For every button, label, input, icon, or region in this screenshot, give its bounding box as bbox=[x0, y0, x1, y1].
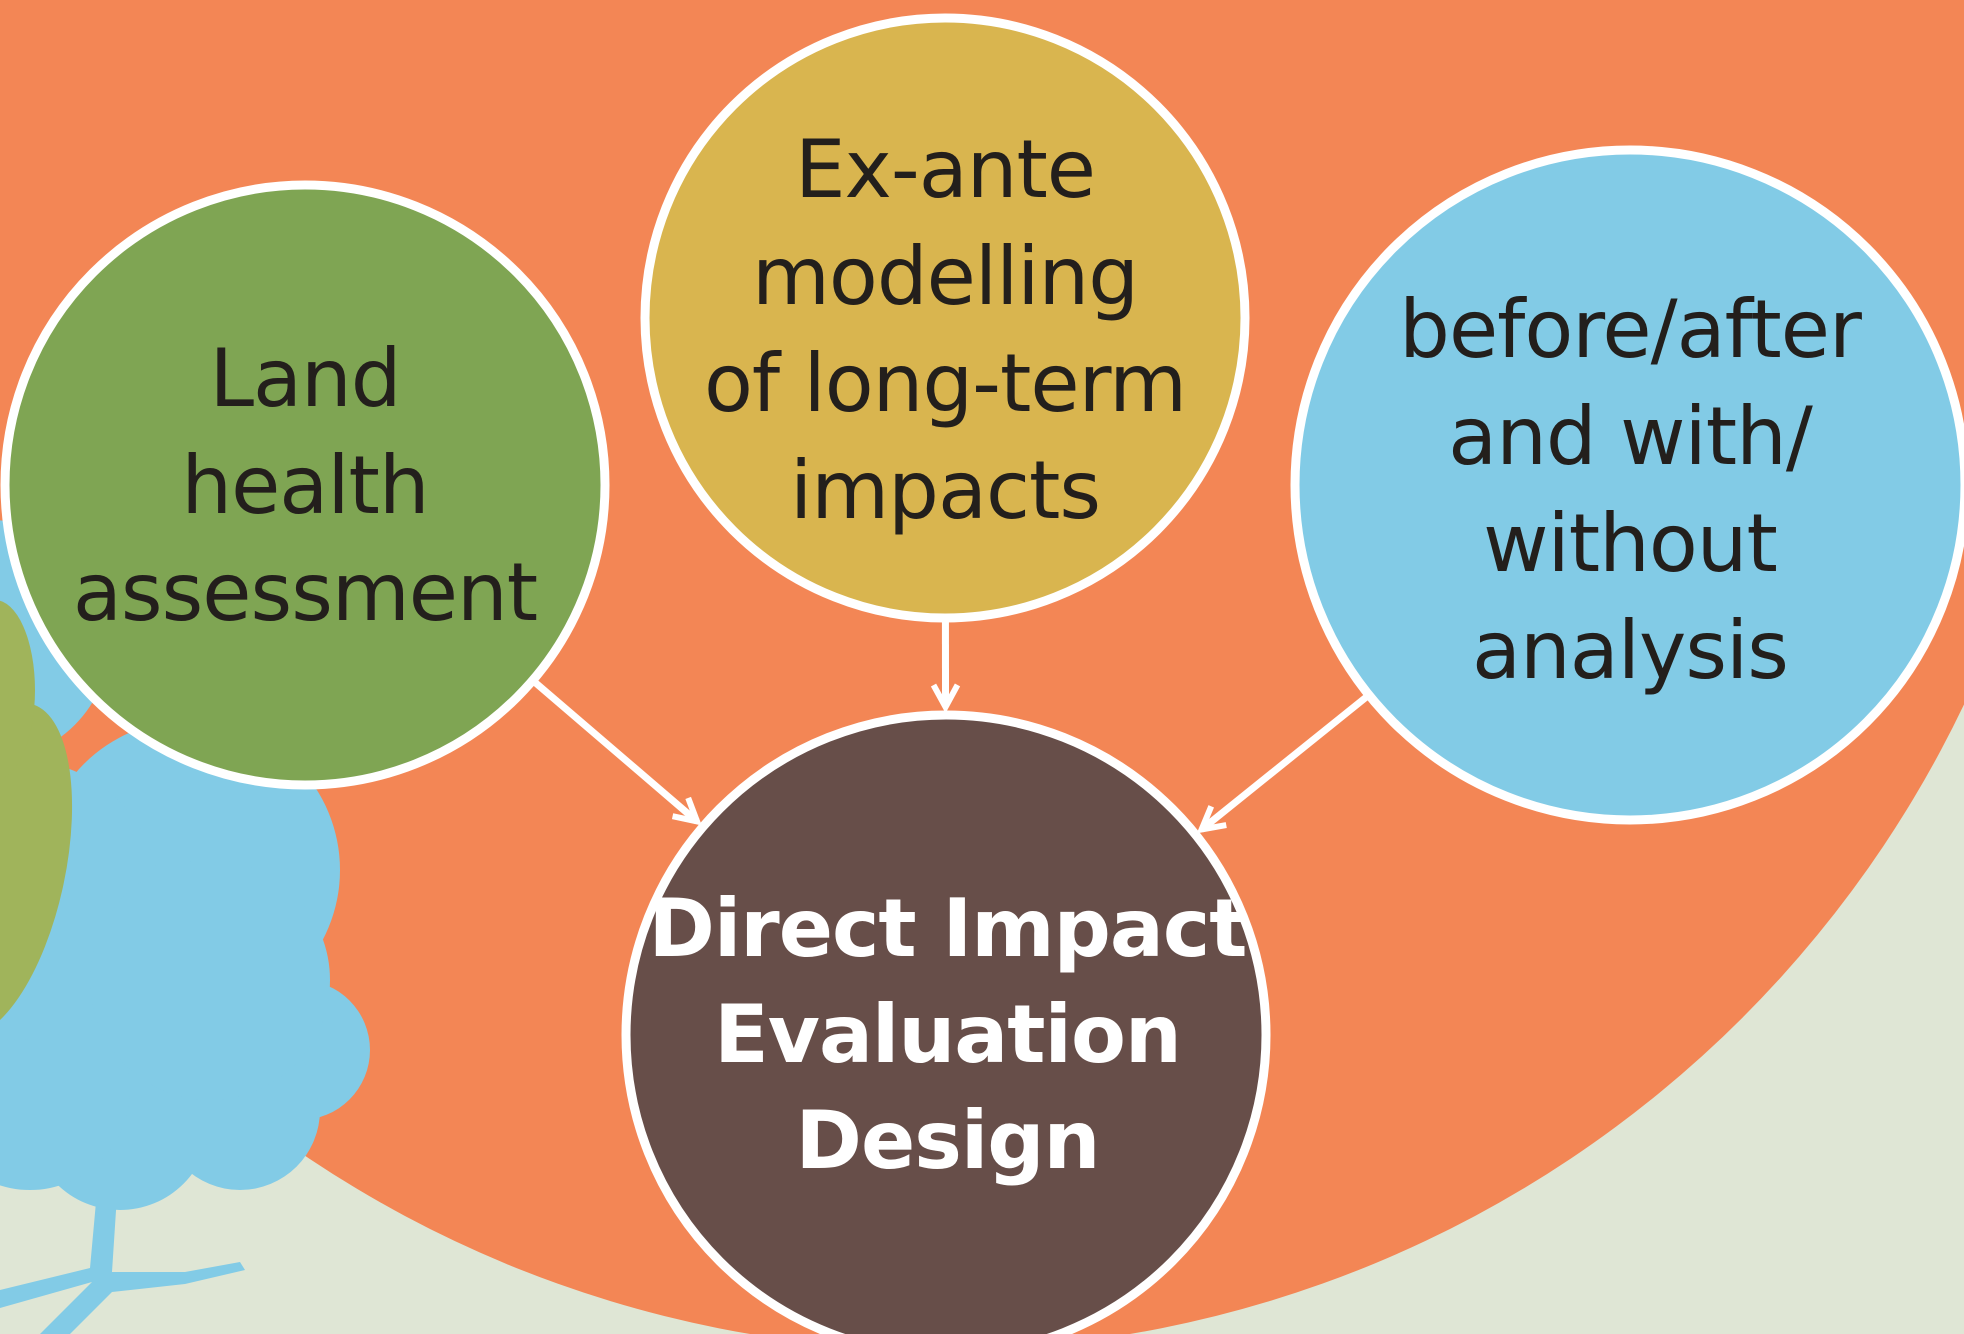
direct-impact-label: Direct Impact Evaluation Design bbox=[648, 882, 1247, 1187]
land-health-label: Land health assessment bbox=[72, 331, 538, 639]
direct-impact-node bbox=[621, 710, 1271, 1334]
arrow-land-health-to-direct-impact bbox=[531, 679, 697, 822]
diagram-edges bbox=[531, 619, 1370, 829]
ex-ante-label: Ex-ante modelling of long-term impacts bbox=[703, 123, 1187, 537]
tree-leaves bbox=[0, 600, 73, 1037]
before-after-node bbox=[1290, 145, 1964, 825]
before-after-label: before/after and with/ without analysis bbox=[1399, 283, 1862, 697]
arrow-before-after-to-direct-impact bbox=[1202, 693, 1370, 829]
ex-ante-node bbox=[640, 13, 1250, 623]
land-health-node bbox=[0, 180, 610, 790]
